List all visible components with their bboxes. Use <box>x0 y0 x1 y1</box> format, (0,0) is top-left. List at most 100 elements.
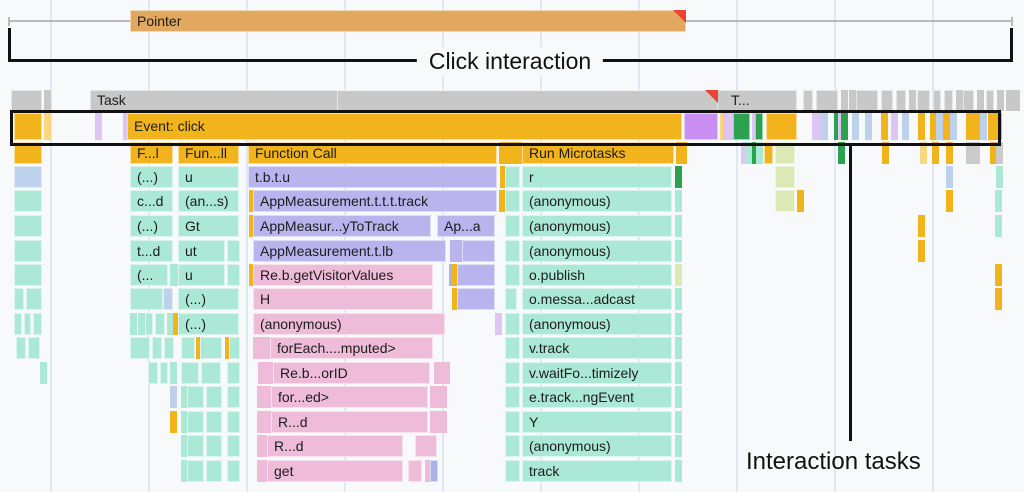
flame-strip[interactable] <box>130 337 150 359</box>
flame-strip[interactable] <box>435 411 442 433</box>
flame-strip[interactable] <box>946 190 953 212</box>
flame-strip[interactable] <box>838 142 845 164</box>
flame-block-function-call[interactable]: Function Call <box>248 142 497 164</box>
flame-strip[interactable] <box>257 435 264 457</box>
flame-block-anonymous[interactable]: (anonymous) <box>522 190 672 212</box>
flame-block-r[interactable]: r <box>522 166 672 188</box>
flame-strip[interactable] <box>14 288 24 310</box>
flame-strip[interactable] <box>852 113 859 140</box>
flame-strip[interactable] <box>943 113 950 140</box>
flame-strip[interactable] <box>675 166 682 188</box>
flame-strip[interactable] <box>14 313 22 335</box>
flame-block-an-s[interactable]: (an...s) <box>178 190 239 212</box>
flame-strip[interactable] <box>917 90 930 111</box>
flame-strip[interactable] <box>130 288 163 310</box>
flame-strip[interactable] <box>756 142 763 164</box>
flame-strip[interactable] <box>499 190 506 212</box>
flame-block-for-ed[interactable]: for...ed> <box>271 386 428 408</box>
flame-strip[interactable] <box>14 190 42 212</box>
flame-strip[interactable] <box>435 386 442 408</box>
flame-strip[interactable] <box>675 460 682 482</box>
flame-strip[interactable] <box>675 386 682 408</box>
flame-strip[interactable] <box>996 142 1003 164</box>
flame-strip[interactable] <box>439 362 446 384</box>
flame-strip[interactable] <box>181 362 199 384</box>
flame-strip[interactable] <box>443 362 450 384</box>
flame-strip[interactable] <box>258 362 265 384</box>
flame-strip[interactable] <box>249 190 256 212</box>
flame-strip[interactable] <box>462 240 495 262</box>
flame-strip[interactable] <box>225 337 232 359</box>
flame-strip[interactable] <box>775 190 795 212</box>
flame-strip[interactable] <box>882 142 889 164</box>
flame-strip[interactable] <box>14 113 42 140</box>
flame-strip[interactable] <box>14 142 42 164</box>
flame-strip[interactable] <box>684 113 718 140</box>
flame-strip[interactable] <box>745 142 752 164</box>
flame-strip[interactable] <box>812 113 819 140</box>
flame-block-anonymous[interactable]: (anonymous) <box>253 313 445 335</box>
flame-strip[interactable] <box>200 337 222 359</box>
flame-strip[interactable] <box>932 142 939 164</box>
flame-strip[interactable] <box>196 337 203 359</box>
flame-strip[interactable] <box>775 142 795 164</box>
flame-block-y[interactable]: Y <box>522 411 672 433</box>
flame-strip[interactable] <box>997 90 1004 111</box>
flame-strip[interactable] <box>452 264 459 286</box>
flame-strip[interactable] <box>675 411 682 433</box>
flame-strip[interactable] <box>505 288 517 310</box>
flame-block-r-d[interactable]: R...d <box>271 411 428 433</box>
flame-strip[interactable] <box>257 386 264 408</box>
flame-strip[interactable] <box>505 460 520 482</box>
flame-strip[interactable] <box>173 313 180 335</box>
flame-strip[interactable] <box>510 142 517 164</box>
flame-strip[interactable] <box>849 90 856 111</box>
flame-strip[interactable] <box>516 142 523 164</box>
flame-strip[interactable] <box>253 337 260 359</box>
flame-strip[interactable] <box>16 337 26 359</box>
flame-block-v-track[interactable]: v.track <box>522 337 672 359</box>
flame-strip[interactable] <box>966 142 973 164</box>
flame-strip[interactable] <box>933 90 941 111</box>
flame-strip[interactable] <box>918 113 925 140</box>
flame-block-pointer[interactable]: Pointer <box>130 10 686 32</box>
flame-strip[interactable] <box>495 313 502 335</box>
flame-strip[interactable] <box>155 313 165 335</box>
flame-block-r-d[interactable]: R...d <box>267 435 403 457</box>
flame-strip[interactable] <box>95 113 102 140</box>
flame-strip[interactable] <box>229 337 240 359</box>
flame-strip[interactable] <box>676 142 683 164</box>
flame-strip[interactable] <box>454 240 461 262</box>
flame-strip[interactable] <box>257 460 264 482</box>
flame-strip[interactable] <box>946 166 953 188</box>
flame-strip[interactable] <box>181 460 188 482</box>
flame-strip[interactable] <box>733 113 750 140</box>
flame-strip[interactable] <box>936 113 943 140</box>
flame-strip[interactable] <box>181 386 188 408</box>
flame-strip[interactable] <box>268 362 275 384</box>
flame-strip[interactable] <box>181 337 195 359</box>
flame-strip[interactable] <box>408 460 422 482</box>
flame-strip[interactable] <box>966 113 973 140</box>
flame-block-anonymous[interactable]: (anonymous) <box>522 435 672 457</box>
flame-strip[interactable] <box>187 435 204 457</box>
flame-block-ap-a[interactable]: Ap...a <box>437 215 495 237</box>
flame-strip[interactable] <box>138 313 145 335</box>
flame-block-block[interactable]: (...) <box>130 166 173 188</box>
flame-strip[interactable] <box>505 362 520 384</box>
flame-strip[interactable] <box>14 264 42 286</box>
flame-block-e-track-ngevent[interactable]: e.track...ngEvent <box>522 386 672 408</box>
flame-strip[interactable] <box>450 240 457 262</box>
flame-strip[interactable] <box>675 362 682 384</box>
flame-strip[interactable] <box>170 264 177 286</box>
flame-block-block[interactable]: (...) <box>130 215 173 237</box>
flame-strip[interactable] <box>167 313 174 335</box>
flame-strip[interactable] <box>841 90 848 111</box>
flame-strip[interactable] <box>430 386 437 408</box>
flame-block-block[interactable]: (...) <box>178 313 239 335</box>
flame-strip[interactable] <box>505 240 520 262</box>
flame-block-anonymous[interactable]: (anonymous) <box>522 240 672 262</box>
flame-strip[interactable] <box>505 411 520 433</box>
flame-block-event-click[interactable]: Event: click <box>127 113 682 140</box>
flame-block-anonymous[interactable]: (anonymous) <box>522 313 672 335</box>
